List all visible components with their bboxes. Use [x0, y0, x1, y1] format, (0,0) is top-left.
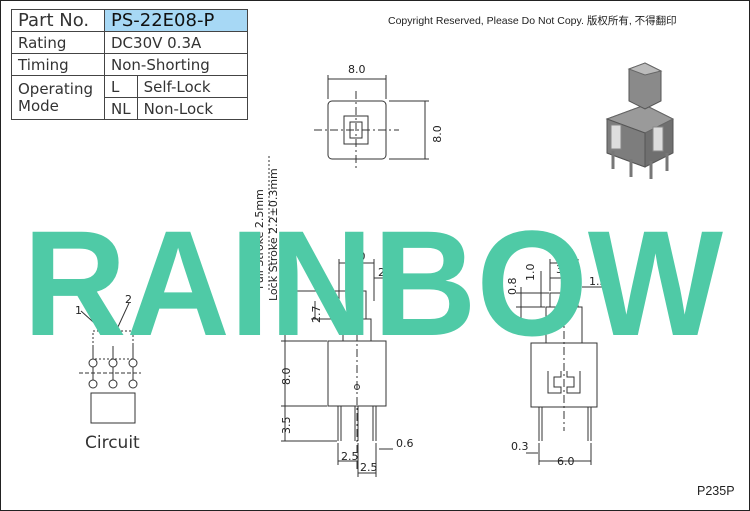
dim-side-pitch: 6.0	[557, 455, 575, 468]
rating-label: Rating	[11, 31, 105, 54]
circuit-pin-2: 2	[125, 293, 132, 306]
circuit-pin-1: 1	[75, 304, 82, 317]
dim-pin-width: 0.6	[396, 437, 414, 450]
mode-label: Mode	[18, 96, 59, 115]
dim-side-inner: 3.0	[556, 263, 574, 276]
dim-stem-side: 2.0	[378, 266, 396, 279]
dim-side-pin: 0.3	[511, 440, 529, 453]
dim-pin-pitch-1: 2.5	[341, 450, 359, 463]
copyright-notice: Copyright Reserved, Please Do Not Copy. …	[388, 15, 677, 27]
dim-side-top: 3.7	[556, 247, 574, 260]
product-code: P235P	[697, 484, 735, 498]
timing-value: Non-Shorting	[104, 53, 248, 76]
dim-pin-pitch-2: 2.5	[360, 461, 378, 474]
dim-side-10: 1.0	[524, 264, 537, 282]
dim-stem-step: 2.7	[310, 306, 323, 324]
circuit-label: Circuit	[85, 433, 140, 453]
dim-stem-width: 4.0	[348, 250, 366, 263]
dim-body-height: 8.0	[280, 368, 293, 386]
dim-top-width: 8.0	[348, 63, 366, 76]
mode-nl-value: Non-Lock	[136, 97, 249, 120]
dim-top-height: 8.0	[431, 125, 444, 143]
part-no-value: PS-22E08-P	[104, 9, 248, 32]
dim-full-stroke: Full Stroke 2.5mm	[253, 189, 266, 289]
spec-table: Part No. PS-22E08-P Rating DC30V 0.3A Ti…	[11, 9, 249, 120]
mode-l-value: Self-Lock	[136, 75, 249, 98]
dim-side-08: 0.8	[506, 278, 519, 296]
drawing-lines	[268, 75, 606, 477]
dim-stem-height: 5.5	[280, 316, 293, 334]
dim-lock-stroke: Lock Stroke 2.2±0.3mm	[267, 168, 280, 301]
circuit-diagram	[79, 302, 141, 424]
operating-mode-label: Operating Mode	[11, 75, 105, 120]
part-no-label: Part No.	[11, 9, 105, 32]
operating-label: Operating	[18, 79, 93, 98]
dim-pin-length: 3.5	[280, 417, 293, 435]
watermark-text: RAINBOW	[23, 199, 723, 367]
product-illustration	[605, 62, 675, 179]
dim-side-right: 1.3	[589, 275, 607, 288]
